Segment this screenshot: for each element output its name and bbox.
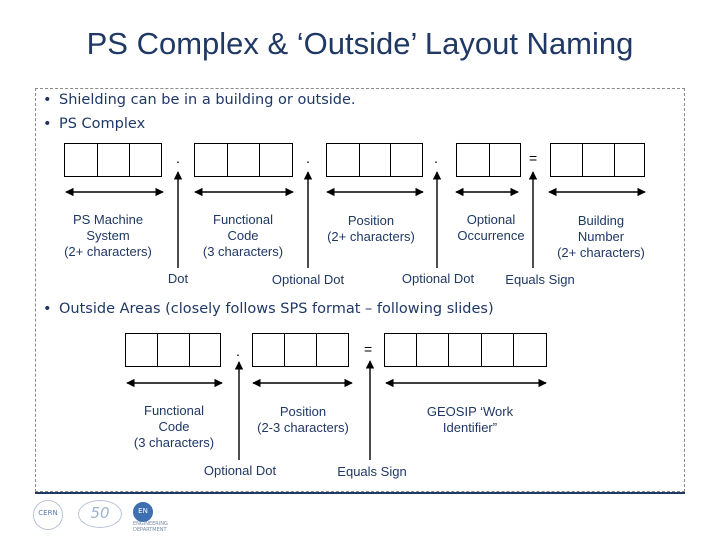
anniversary-logo: 50: [78, 500, 122, 528]
label-dot: Dot: [167, 271, 189, 286]
en-department-logo: EN: [133, 502, 153, 522]
en-department-caption: ENGINEERING DEPARTMENT: [133, 521, 168, 533]
bullet-text: PS Complex: [59, 116, 146, 132]
label-position: Position (2-3 characters): [257, 404, 349, 435]
char-cell: [227, 143, 260, 177]
char-cell: [489, 143, 521, 177]
label-functional-code: Functional Code (3 characters): [133, 403, 215, 450]
logo-text: EN: [138, 507, 148, 515]
label-optional-dot: Optional Dot: [401, 271, 475, 286]
char-cell: [189, 333, 221, 367]
bullet-text: Outside Areas (closely follows SPS forma…: [59, 301, 494, 317]
logo-text: CERN: [38, 509, 58, 517]
char-cell: [614, 143, 645, 177]
optional-dot-separator: .: [236, 343, 240, 359]
char-cell: [550, 143, 583, 177]
cern-logo: CERN: [33, 500, 63, 530]
char-cell: [284, 333, 317, 367]
char-cell: [194, 143, 228, 177]
bullet-outside-areas: • Outside Areas (closely follows SPS form…: [43, 301, 494, 317]
dot-separator: .: [176, 150, 180, 166]
equals-separator: =: [529, 150, 538, 166]
char-cell: [384, 333, 417, 367]
bullet-text: Shielding can be in a building or outsid…: [59, 92, 356, 108]
label-functional-code: Functional Code (3 characters): [202, 212, 284, 259]
bullet-marker: •: [43, 301, 52, 317]
char-cell: [259, 143, 293, 177]
char-cell: [125, 333, 158, 367]
char-cell: [157, 333, 190, 367]
char-cell: [129, 143, 162, 177]
bullet-marker: •: [43, 92, 52, 108]
label-building-number: Building Number (2+ characters): [557, 213, 645, 260]
label-position: Position (2+ characters): [327, 213, 415, 244]
page-title: PS Complex & ‘Outside’ Layout Naming: [86, 26, 634, 61]
char-cell: [582, 143, 615, 177]
char-cell: [359, 143, 391, 177]
bullet-marker: •: [43, 116, 52, 132]
label-optional-dot: Optional Dot: [203, 463, 277, 478]
label-equals-sign: Equals Sign: [505, 272, 575, 287]
ps-name-cells: [64, 143, 645, 177]
char-cell: [316, 333, 349, 367]
char-cell: [326, 143, 360, 177]
optional-dot-separator: .: [306, 150, 310, 166]
char-cell: [456, 143, 490, 177]
char-cell: [513, 333, 547, 367]
label-geosip-work-identifier: GEOSIP ‘Work Identifier”: [426, 404, 514, 435]
label-optional-occurrence: Optional Occurrence: [457, 212, 525, 243]
bullet-ps-complex: • PS Complex: [43, 116, 145, 132]
logo-text: 50: [90, 504, 110, 522]
optional-dot-separator: .: [434, 150, 438, 166]
char-cell: [481, 333, 514, 367]
char-cell: [448, 333, 482, 367]
outside-name-cells: [125, 333, 547, 367]
label-optional-dot: Optional Dot: [271, 272, 345, 287]
label-equals-sign: Equals Sign: [337, 464, 407, 479]
char-cell: [390, 143, 423, 177]
equals-separator: =: [364, 341, 373, 357]
label-ps-machine-system: PS Machine System (2+ characters): [64, 212, 152, 259]
content-frame: [35, 88, 685, 492]
bullet-shielding: • Shielding can be in a building or outsi…: [43, 92, 356, 108]
